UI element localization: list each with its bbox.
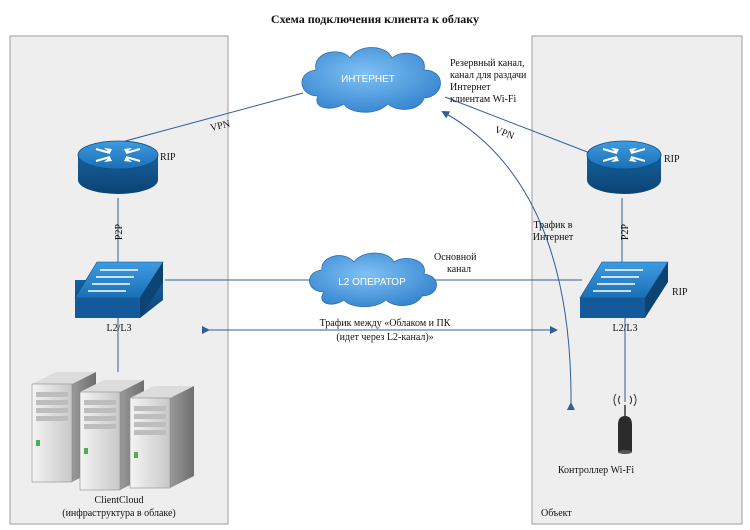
vpn-label-left: VPN <box>209 119 231 134</box>
wifi-controller-icon <box>613 393 637 454</box>
rip-label-left: RIP <box>160 152 176 163</box>
switch-icon-left <box>74 261 164 318</box>
l2l3-label-left: L2/L3 <box>107 323 132 334</box>
svg-text:Резервный канал,: Резервный канал, <box>450 58 525 69</box>
clientcloud-label: ClientCloud (инфраструктура в облаке) <box>62 495 176 519</box>
svg-text:Интернет: Интернет <box>533 232 574 243</box>
vpn-label-right: VPN <box>493 125 516 143</box>
p2p-label-left: P2P <box>114 224 125 241</box>
router-icon-left <box>77 140 159 194</box>
svg-text:Основной: Основной <box>434 252 477 263</box>
svg-text:(инфраструктура в облаке): (инфраструктура в облаке) <box>62 508 176 519</box>
l2-cloud-label: L2 ОПЕРАТОР <box>338 277 406 288</box>
svg-text:Трафик в: Трафик в <box>533 220 572 231</box>
internet-traffic-arrow <box>441 111 575 411</box>
internet-cloud-icon: ИНТЕРНЕТ <box>301 47 441 113</box>
wifi-controller-label: Контроллер Wi-Fi <box>558 465 635 476</box>
server-icon-3 <box>129 386 194 489</box>
svg-text:ClientCloud: ClientCloud <box>95 495 144 506</box>
p2p-label-right: P2P <box>620 224 631 241</box>
internet-cloud-label: ИНТЕРНЕТ <box>341 74 395 85</box>
svg-text:клиентам Wi-Fi: клиентам Wi-Fi <box>450 94 516 105</box>
svg-text:канал: канал <box>447 264 471 275</box>
cloud-pc-traffic-label: Трафик между «Облаком и ПК (идет через L… <box>320 318 451 343</box>
backup-channel-label: Резервный канал, канал для раздачи Интер… <box>450 58 527 105</box>
router-icon-right <box>586 140 662 194</box>
svg-text:(идет через L2-канал)»: (идет через L2-канал)» <box>336 332 433 343</box>
l2-operator-cloud-icon: L2 ОПЕРАТОР <box>309 252 437 308</box>
diagram-title: Схема подключения клиента к облаку <box>271 12 479 26</box>
main-channel-label: Основной канал <box>434 252 477 275</box>
svg-text:Трафик между «Облаком и ПК: Трафик между «Облаком и ПК <box>320 318 451 329</box>
vpn-link-left <box>117 92 304 144</box>
svg-text:канал для раздачи: канал для раздачи <box>450 70 527 81</box>
switch-icon-right <box>579 261 669 318</box>
internet-traffic-label: Трафик в Интернет <box>533 220 574 243</box>
object-label: Объект <box>541 508 572 519</box>
rip-label-right-switch: RIP <box>672 287 688 298</box>
rip-label-right-router: RIP <box>664 154 680 165</box>
l2l3-label-right: L2/L3 <box>613 323 638 334</box>
svg-text:Интернет: Интернет <box>450 82 491 93</box>
